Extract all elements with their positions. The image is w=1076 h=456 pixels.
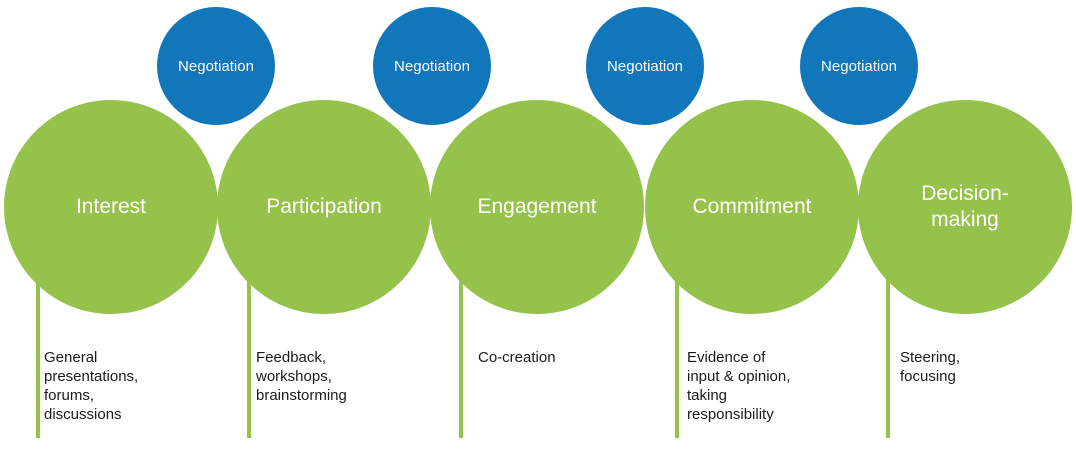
stage-label-interest: Interest xyxy=(75,195,147,218)
stage-stem-commitment xyxy=(675,270,679,438)
stage-description-engagement: Co-creation xyxy=(478,349,556,366)
stage-circle-interest: Interest xyxy=(4,100,218,314)
stage-label-decision-making: Decision- making xyxy=(921,182,1009,231)
negotiation-label-1: Negotiation xyxy=(178,57,254,75)
stage-description-decision-making: Steering, focusing xyxy=(900,349,961,385)
negotiation-circle-4: Negotiation xyxy=(800,7,918,125)
stage-description-interest: General presentations, forums, discussio… xyxy=(44,349,139,423)
negotiation-circle-2: Negotiation xyxy=(373,7,491,125)
stage-description-participation: Feedback, workshops, brainstorming xyxy=(256,349,347,404)
stage-description-commitment: Evidence of input & opinion, taking resp… xyxy=(687,349,791,423)
stage-stem-interest xyxy=(36,270,40,438)
stage-circle-engagement: Engagement xyxy=(430,100,644,314)
stage-label-commitment: Commitment xyxy=(692,195,812,218)
negotiation-label-2: Negotiation xyxy=(394,57,470,75)
stage-stem-engagement xyxy=(459,270,463,438)
stage-stem-participation xyxy=(247,270,251,438)
stage-circle-decision-making: Decision- making xyxy=(858,100,1072,314)
negotiation-label-4: Negotiation xyxy=(821,57,897,75)
stage-label-engagement: Engagement xyxy=(477,195,597,218)
stage-circle-commitment: Commitment xyxy=(645,100,859,314)
negotiation-circle-3: Negotiation xyxy=(586,7,704,125)
stage-label-participation: Participation xyxy=(266,195,382,218)
stage-stem-decision-making xyxy=(886,270,890,438)
negotiation-label-3: Negotiation xyxy=(607,57,683,75)
negotiation-circle-1: Negotiation xyxy=(157,7,275,125)
stage-circle-participation: Participation xyxy=(217,100,431,314)
